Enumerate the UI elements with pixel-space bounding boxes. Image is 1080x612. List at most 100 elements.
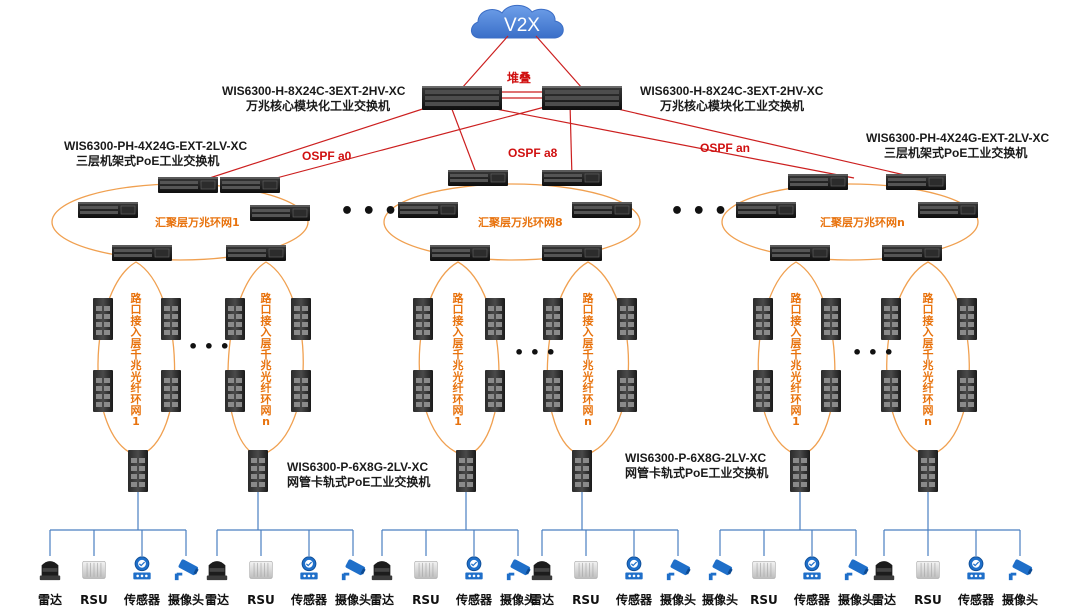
sensor-icon bbox=[299, 556, 319, 581]
aggregation-switch bbox=[542, 244, 602, 262]
ellipsis-access-3: • • • bbox=[852, 343, 894, 362]
access-switch bbox=[485, 298, 505, 340]
device-label: 摄像头 bbox=[1002, 592, 1038, 607]
aggregation-ring-label: 汇聚层万兆环网8 bbox=[478, 215, 563, 229]
access-switch bbox=[572, 450, 592, 492]
radar-icon bbox=[371, 561, 393, 581]
aggregation-cluster-1: 汇聚层万兆环网1 bbox=[51, 176, 310, 262]
camera-icon bbox=[341, 558, 366, 581]
ospf-label-an: OSPF an bbox=[700, 141, 750, 155]
sensor-icon bbox=[132, 556, 152, 581]
device-label: 传感器 bbox=[123, 592, 161, 607]
device-label: RSU bbox=[412, 593, 440, 607]
device-label: RSU bbox=[247, 593, 275, 607]
sensor-icon bbox=[624, 556, 644, 581]
access-switch bbox=[881, 370, 901, 412]
aggregation-cluster-2: 汇聚层万兆环网8 bbox=[383, 169, 641, 262]
aggregation-switch bbox=[158, 176, 218, 194]
access-switch-model-1: WIS6300-P-6X8G-2LV-XC bbox=[287, 460, 428, 474]
radar-icon bbox=[39, 561, 61, 581]
core-switch-right bbox=[542, 86, 622, 110]
camera-icon bbox=[844, 558, 869, 581]
device-label: 传感器 bbox=[615, 592, 653, 607]
access-switch bbox=[543, 370, 563, 412]
access-switch-desc-2: 网管卡轨式PoE工业交换机 bbox=[625, 465, 768, 480]
device-label: 摄像头 bbox=[838, 592, 874, 607]
access-switch bbox=[291, 298, 311, 340]
rsu-icon bbox=[249, 560, 273, 579]
device-label: 雷达 bbox=[872, 592, 896, 607]
aggregation-switch bbox=[736, 201, 796, 219]
access-switch bbox=[93, 298, 113, 340]
access-switch bbox=[543, 298, 563, 340]
access-switch bbox=[225, 370, 245, 412]
aggregation-ring bbox=[721, 183, 979, 261]
aggregation-ring-label: 汇聚层万兆环网1 bbox=[155, 215, 240, 229]
ospf-label-a8: OSPF a8 bbox=[508, 146, 558, 160]
core-right-desc: 万兆核心模块化工业交换机 bbox=[659, 98, 804, 113]
access-switch bbox=[456, 450, 476, 492]
access-switch bbox=[93, 370, 113, 412]
device-label: 摄像头 bbox=[660, 592, 696, 607]
radar-icon bbox=[873, 561, 895, 581]
access-switch bbox=[617, 298, 637, 340]
ellipsis-agg-2: • • • bbox=[670, 199, 728, 224]
camera-icon bbox=[174, 558, 199, 581]
device-label: 传感器 bbox=[957, 592, 995, 607]
device-label: RSU bbox=[750, 593, 778, 607]
core-switch-left bbox=[422, 86, 502, 110]
access-switch bbox=[225, 298, 245, 340]
access-switch bbox=[617, 370, 637, 412]
rsu-icon bbox=[752, 560, 776, 579]
core-right-model: WIS6300-H-8X24C-3EXT-2HV-XC bbox=[640, 84, 824, 98]
device-label: 传感器 bbox=[290, 592, 328, 607]
agg-right-desc: 三层机架式PoE工业交换机 bbox=[884, 145, 1027, 160]
cloud-label: V2X bbox=[504, 15, 540, 36]
access-switch-model-2: WIS6300-P-6X8G-2LV-XC bbox=[625, 451, 766, 465]
access-switch bbox=[753, 370, 773, 412]
agg-left-desc: 三层机架式PoE工业交换机 bbox=[76, 153, 219, 168]
device-label: 摄像头 bbox=[500, 592, 536, 607]
sensor-icon bbox=[966, 556, 986, 581]
aggregation-switch bbox=[572, 201, 632, 219]
core-left-desc: 万兆核心模块化工业交换机 bbox=[245, 98, 390, 113]
access-switch bbox=[790, 450, 810, 492]
device-label: 雷达 bbox=[38, 592, 62, 607]
aggregation-switch bbox=[430, 244, 490, 262]
camera-icon bbox=[708, 558, 733, 581]
access-switch bbox=[161, 370, 181, 412]
agg-left-model: WIS6300-PH-4X24G-EXT-2LV-XC bbox=[64, 139, 248, 153]
ellipsis-access-2: • • • bbox=[514, 343, 556, 362]
access-switch bbox=[413, 298, 433, 340]
device-label: 摄像头 bbox=[168, 592, 204, 607]
aggregation-switch bbox=[770, 244, 830, 262]
aggregation-switch bbox=[788, 173, 848, 191]
radar-icon bbox=[531, 561, 553, 581]
device-label: 传感器 bbox=[455, 592, 493, 607]
access-switch bbox=[957, 370, 977, 412]
rsu-icon bbox=[574, 560, 598, 579]
access-switch bbox=[753, 298, 773, 340]
access-switch bbox=[918, 450, 938, 492]
aggregation-switch bbox=[886, 173, 946, 191]
radar-icon bbox=[206, 561, 228, 581]
cloud-shape bbox=[471, 4, 564, 39]
aggregation-switch bbox=[882, 244, 942, 262]
device-label: 传感器 bbox=[793, 592, 831, 607]
access-switch bbox=[128, 450, 148, 492]
access-switch bbox=[291, 370, 311, 412]
aggregation-switch bbox=[542, 169, 602, 187]
